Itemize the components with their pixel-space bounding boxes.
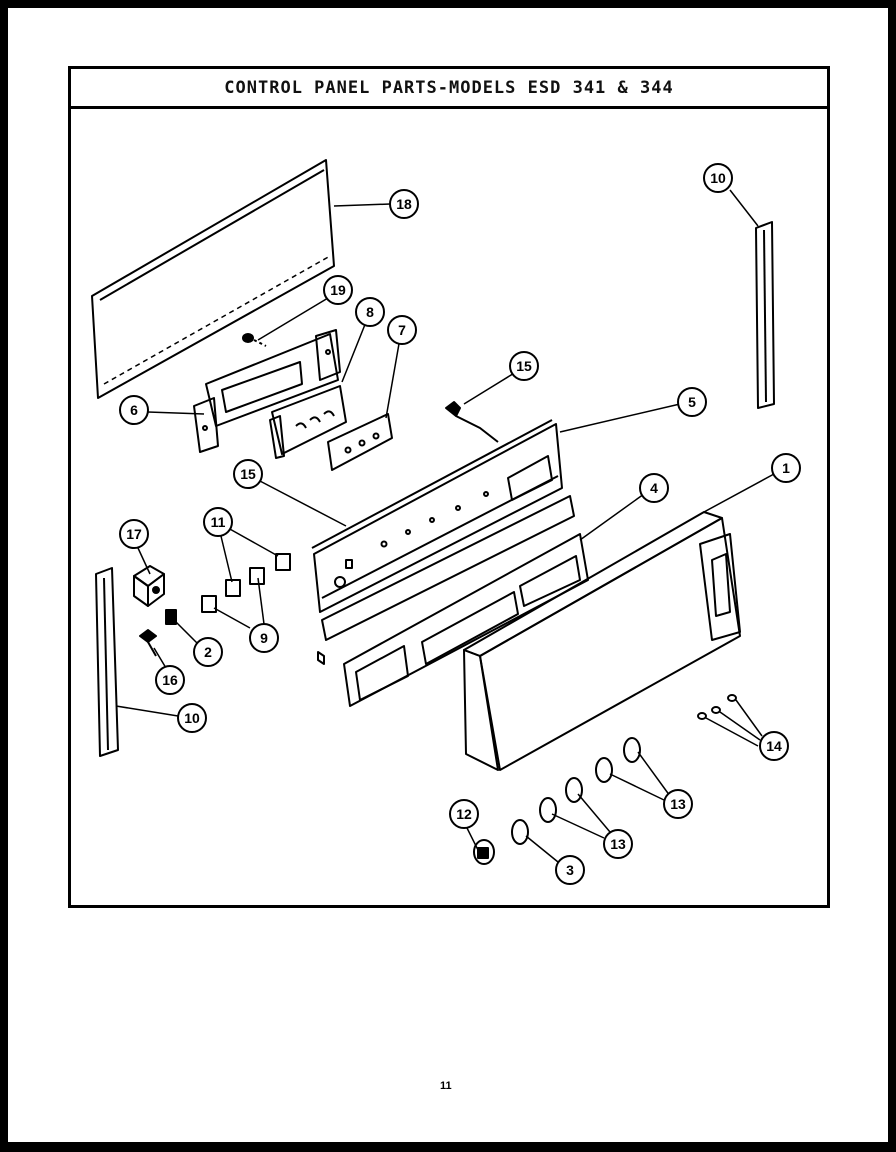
callout-13-right: 13 — [663, 789, 693, 819]
part-14-screws — [697, 694, 737, 720]
part-15-clip-upper — [445, 401, 499, 443]
svg-text:13: 13 — [670, 796, 686, 812]
callout-1: 1 — [771, 453, 801, 483]
callout-6: 6 — [119, 395, 149, 425]
callout-13-left: 13 — [603, 829, 633, 859]
svg-text:18: 18 — [396, 196, 412, 212]
callout-12: 12 — [449, 799, 479, 829]
page-number: 11 — [440, 1080, 452, 1092]
svg-text:11: 11 — [211, 514, 226, 530]
svg-text:10: 10 — [184, 710, 200, 726]
part-19-screw — [242, 333, 267, 347]
part-17-switch-box — [133, 565, 165, 607]
svg-text:16: 16 — [162, 672, 178, 688]
svg-text:13: 13 — [610, 836, 626, 852]
part-16-connector — [139, 629, 157, 657]
svg-text:3: 3 — [566, 862, 574, 878]
part-4-lower-panel — [317, 495, 589, 707]
part-3-13-knobs — [511, 737, 641, 845]
svg-text:10: 10 — [710, 170, 726, 186]
callout-10-left: 10 — [177, 703, 207, 733]
svg-text:8: 8 — [366, 304, 374, 320]
svg-text:6: 6 — [130, 402, 138, 418]
part-10-side-rail-right — [755, 221, 775, 409]
part-7-switch-plate — [327, 413, 393, 471]
callout-17: 17 — [119, 519, 149, 549]
part-18-back-panel — [91, 159, 335, 399]
callout-3: 3 — [555, 855, 585, 885]
callout-16: 16 — [155, 665, 185, 695]
callout-18: 18 — [389, 189, 419, 219]
svg-text:19: 19 — [330, 282, 346, 298]
part-1-trim-frame — [463, 511, 741, 771]
svg-text:2: 2 — [204, 644, 212, 660]
callout-5: 5 — [677, 387, 707, 417]
part-6-bracket — [193, 329, 341, 453]
leader-lines — [115, 189, 775, 863]
callout-7: 7 — [387, 315, 417, 345]
diagram-frame: CONTROL PANEL PARTS-MODELS ESD 341 & 344 — [68, 66, 830, 908]
svg-text:4: 4 — [650, 480, 658, 496]
callout-4: 4 — [639, 473, 669, 503]
svg-text:15: 15 — [240, 466, 256, 482]
svg-text:9: 9 — [260, 630, 268, 646]
svg-text:15: 15 — [516, 358, 532, 374]
callout-9: 9 — [249, 623, 279, 653]
svg-text:5: 5 — [688, 394, 696, 410]
callout-11: 11 — [203, 507, 233, 537]
callout-19: 19 — [323, 275, 353, 305]
title-bar: CONTROL PANEL PARTS-MODELS ESD 341 & 344 — [71, 69, 827, 109]
callout-10-right: 10 — [703, 163, 733, 193]
part-11-mounts — [201, 553, 291, 613]
callout-14: 14 — [759, 731, 789, 761]
part-8-switch-housing — [269, 385, 347, 459]
svg-text:17: 17 — [126, 526, 142, 542]
part-10-side-rail-left — [95, 567, 119, 757]
svg-text:12: 12 — [456, 806, 472, 822]
part-2-switch — [165, 609, 177, 625]
callout-2: 2 — [193, 637, 223, 667]
drawing-sheet — [8, 8, 888, 1142]
diagram-title: CONTROL PANEL PARTS-MODELS ESD 341 & 344 — [224, 77, 674, 98]
svg-text:1: 1 — [782, 460, 790, 476]
callout-8: 8 — [355, 297, 385, 327]
callout-15-upper: 15 — [509, 351, 539, 381]
callout-15-lower: 15 — [233, 459, 263, 489]
svg-text:7: 7 — [398, 322, 406, 338]
part-5-control-panel — [311, 419, 563, 613]
svg-text:14: 14 — [766, 738, 782, 754]
part-12-knob — [473, 839, 495, 865]
